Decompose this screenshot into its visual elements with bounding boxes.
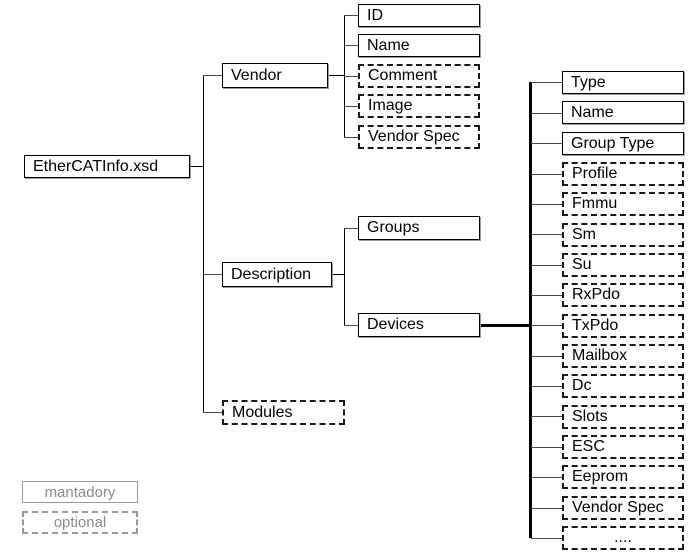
node-device-rxpdo[interactable]: RxPdo	[562, 283, 684, 307]
connector-trunk-to-modules	[203, 412, 223, 413]
connector-devices-to-slots	[531, 416, 563, 417]
node-device-fmmu[interactable]: Fmmu	[562, 192, 684, 216]
node-vendor-name[interactable]: Name	[358, 34, 480, 57]
connector-devices-to-group-type	[531, 143, 563, 144]
connector-vendor-to-vendor-spec	[344, 137, 359, 138]
node-device-vendor-spec[interactable]: Vendor Spec	[562, 496, 684, 520]
node-device-name[interactable]: Name	[562, 101, 684, 124]
node-vendor-comment[interactable]: Comment	[358, 64, 480, 88]
node-modules[interactable]: Modules	[222, 400, 345, 425]
connector-devices-to-sm	[531, 234, 563, 235]
node-device-slots[interactable]: Slots	[562, 405, 684, 429]
connector-trunk-to-vendor	[203, 75, 223, 76]
node-ethercatinfo-xsd[interactable]: EtherCATInfo.xsd	[24, 155, 190, 178]
connector-devices-to-more	[531, 538, 563, 539]
node-device-txpdo[interactable]: TxPdo	[562, 314, 684, 338]
node-device-type[interactable]: Type	[562, 71, 684, 94]
node-device-group-type[interactable]: Group Type	[562, 132, 684, 155]
legend-mandatory: mantadory	[22, 481, 138, 503]
node-device-more[interactable]: ....	[562, 526, 684, 550]
node-description[interactable]: Description	[222, 262, 332, 287]
node-vendor[interactable]: Vendor	[222, 63, 328, 88]
connector-vendor-to-comment	[344, 76, 359, 77]
connector-vendor-to-id	[344, 15, 359, 16]
legend-optional: optional	[22, 511, 138, 534]
connector-trunk-vertical	[203, 75, 204, 413]
node-device-profile[interactable]: Profile	[562, 162, 684, 186]
connector-description-to-devices	[344, 325, 359, 326]
connector-description-bus	[344, 228, 345, 326]
node-vendor-spec[interactable]: Vendor Spec	[358, 125, 480, 149]
connector-devices-to-rxpdo	[531, 295, 563, 296]
node-device-sm[interactable]: Sm	[562, 223, 684, 247]
connector-root-stub	[190, 166, 204, 167]
node-vendor-id[interactable]: ID	[358, 4, 480, 27]
connector-description-to-groups	[344, 228, 359, 229]
connector-devices-to-mailbox	[531, 356, 563, 357]
connector-devices-to-su	[531, 265, 563, 266]
connector-devices-bus	[529, 82, 532, 538]
connector-vendor-to-name	[344, 45, 359, 46]
connector-trunk-to-description	[203, 274, 223, 275]
connector-devices-to-eeprom	[531, 477, 563, 478]
connector-devices-to-esc	[531, 447, 563, 448]
connector-description-stub	[332, 274, 345, 275]
connector-devices-stub	[479, 324, 532, 327]
connector-vendor-stub	[328, 75, 345, 76]
connector-devices-to-vendor-spec	[531, 508, 563, 509]
node-device-mailbox[interactable]: Mailbox	[562, 344, 684, 368]
node-device-dc[interactable]: Dc	[562, 374, 684, 398]
connector-devices-to-name	[531, 113, 563, 114]
node-device-eeprom[interactable]: Eeprom	[562, 465, 684, 489]
connector-devices-to-type	[531, 82, 563, 83]
node-groups[interactable]: Groups	[358, 216, 480, 240]
connector-devices-to-txpdo	[531, 325, 563, 326]
connector-devices-to-profile	[531, 174, 563, 175]
connector-devices-to-fmmu	[531, 204, 563, 205]
node-device-su[interactable]: Su	[562, 253, 684, 277]
connector-devices-to-dc	[531, 386, 563, 387]
node-devices[interactable]: Devices	[358, 313, 480, 337]
node-vendor-image[interactable]: Image	[358, 94, 480, 118]
node-device-esc[interactable]: ESC	[562, 435, 684, 459]
connector-vendor-to-image	[344, 106, 359, 107]
